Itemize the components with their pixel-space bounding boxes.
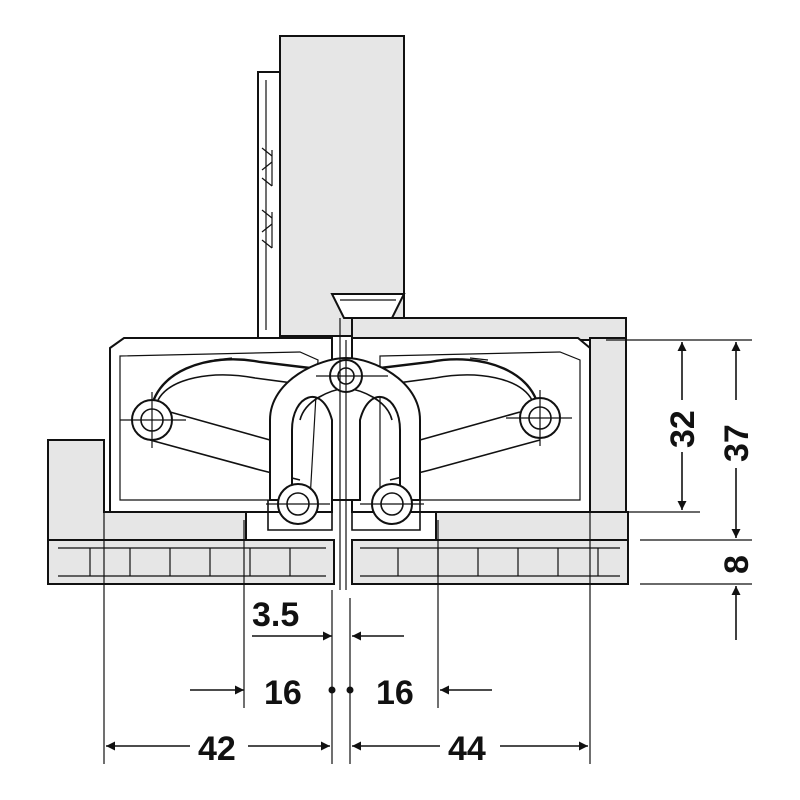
- frame-top: [351, 317, 627, 515]
- door-wedge: [330, 293, 406, 319]
- left-panel-base: [47, 539, 335, 585]
- dim-outer-height-label: 37: [718, 424, 756, 462]
- door-leaf: [257, 35, 406, 339]
- pivot-points: [120, 359, 572, 525]
- dimension-labels: 3.5 16 16 42 44 32 37 8: [198, 410, 756, 768]
- dim-panel-thickness-label: 8: [718, 555, 756, 574]
- pivot-left: [120, 392, 186, 448]
- dim-left-width-label: 42: [198, 730, 236, 768]
- left-panel-cells: [58, 547, 326, 577]
- right-panel: [351, 511, 629, 585]
- dot-right: [346, 686, 354, 694]
- right-panel-base: [351, 539, 629, 585]
- dimension-lines: [103, 339, 752, 764]
- pivot-bottom-right: [360, 483, 424, 525]
- screw-marks: [261, 147, 273, 249]
- center-axis: [339, 318, 347, 590]
- dim-left-offset-label: 16: [264, 674, 302, 712]
- dot-left: [328, 686, 336, 694]
- dim-gap-label: 3.5: [252, 596, 299, 634]
- dim-right-offset-label: 16: [376, 674, 414, 712]
- pivot-right: [506, 390, 572, 446]
- dim-inner-height-label: 32: [664, 410, 702, 448]
- pivot-bottom-left: [266, 483, 330, 525]
- dim-right-width-label: 44: [448, 730, 486, 768]
